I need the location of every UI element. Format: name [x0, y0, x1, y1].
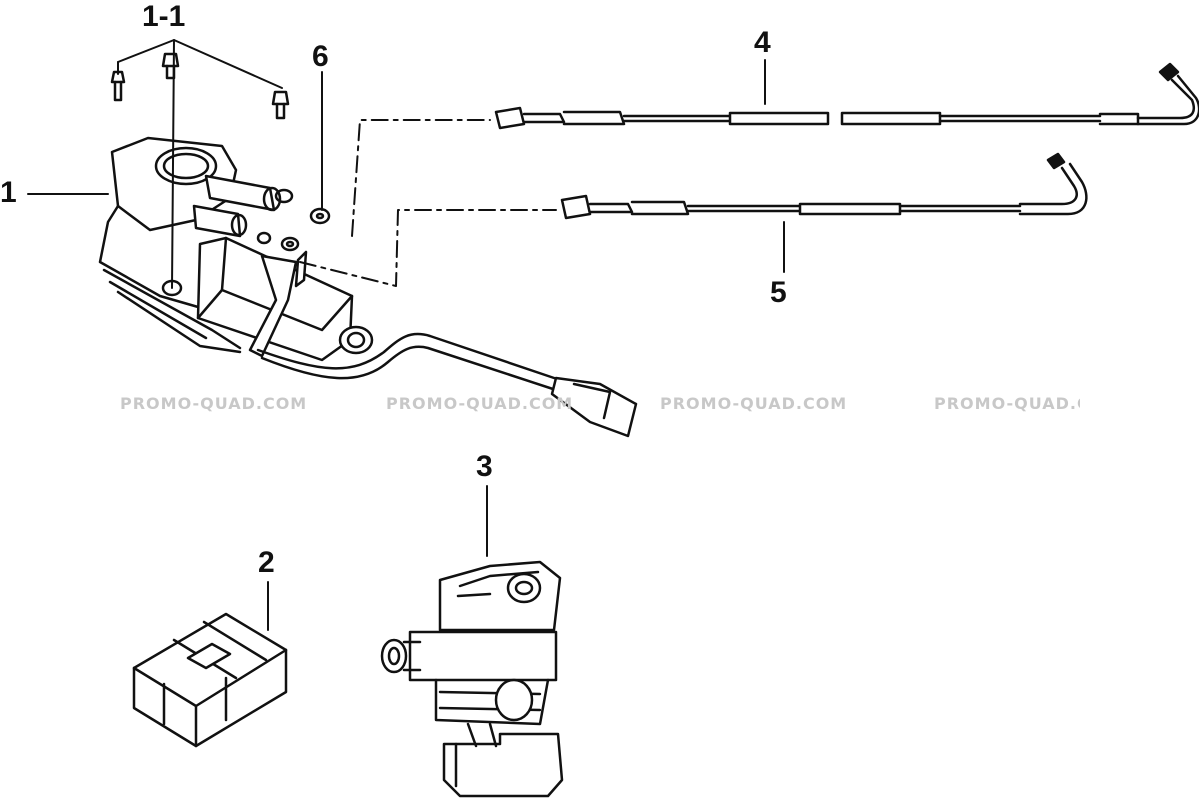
callout-3: 3: [476, 450, 493, 483]
callout-2: 2: [258, 546, 275, 579]
watermark-text: PROMO-QUAD.COM: [386, 394, 574, 413]
part-2-component: [132, 612, 288, 748]
part-5-cable: [560, 152, 1088, 220]
cable-4-leader: [351, 119, 491, 237]
part-4-cable: [494, 62, 1199, 130]
callout-leaders: [27, 39, 785, 631]
part-3-switch-housing: [380, 560, 564, 798]
callout-4: 4: [754, 26, 771, 59]
callout-5: 5: [770, 276, 787, 309]
part-1-actuator-assembly: [98, 136, 638, 438]
callout-1: 1: [0, 176, 17, 209]
watermark-text: PROMO-QUAD.COM: [120, 394, 308, 413]
watermark-text: PROMO-QUAD.COM: [660, 394, 848, 413]
part-1-1-bolts: [110, 52, 290, 120]
part-6-washers: [280, 207, 331, 288]
callout-1-1: 1-1: [142, 0, 186, 33]
watermark-text: PROMO-QUAD.COM: [934, 394, 1080, 413]
callout-6: 6: [312, 40, 329, 73]
cable-5-leader: [299, 209, 557, 287]
